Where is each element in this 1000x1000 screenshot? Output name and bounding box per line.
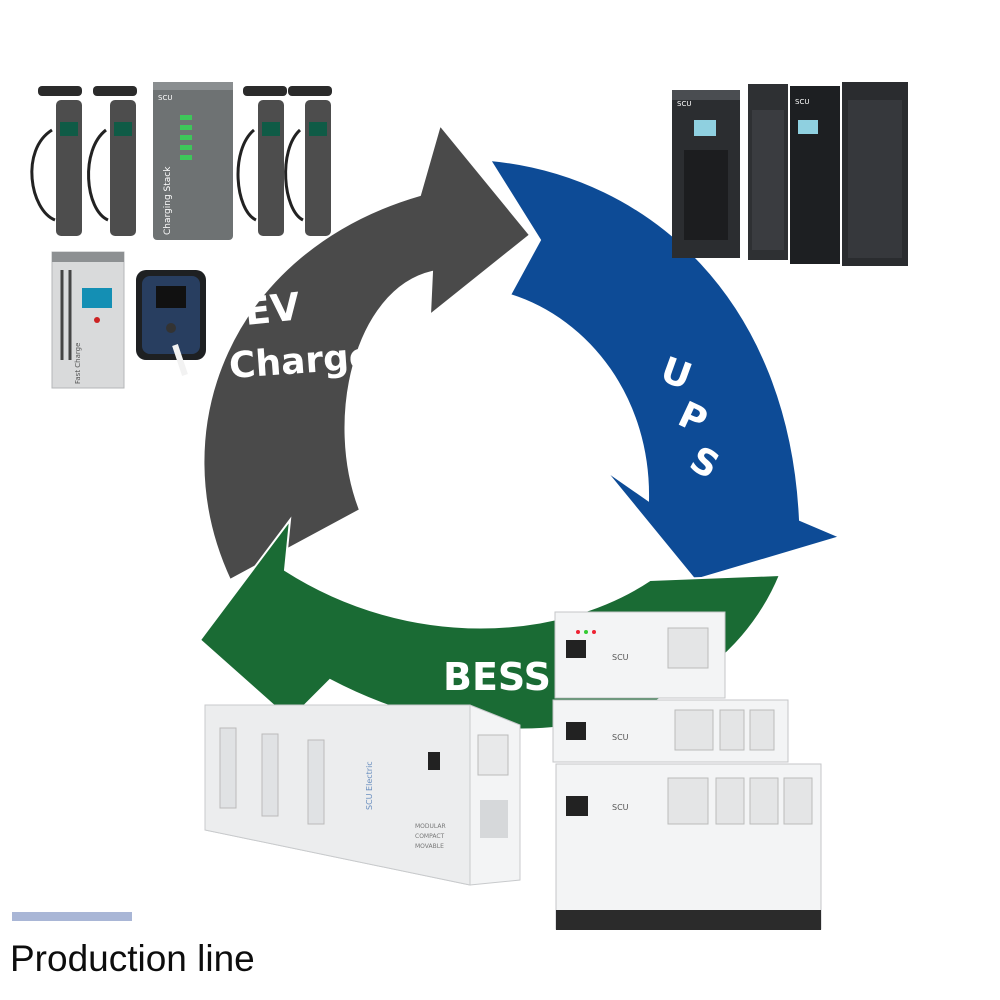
pedestal-charger-2 [87, 86, 137, 236]
ups-cycle-arrow [488, 158, 843, 582]
ups-cabinet-2 [748, 84, 788, 260]
bess-brand-text-3: SCU [612, 803, 629, 812]
bess-brand-text-2: SCU [612, 733, 629, 742]
bess-label: BESS [443, 655, 551, 699]
ups-cabinet-4 [842, 82, 908, 266]
ev-charger-label-line1: EV [242, 284, 302, 334]
bess-cabinet-small: SCU [554, 611, 726, 699]
bess-cabinets: SCU SCU SCU [552, 611, 822, 930]
brand-text: SCU [158, 94, 172, 102]
bess-container: SCU Electric MODULAR COMPACT MOVABLE [204, 704, 521, 886]
dc-fast-charger: Fast Charge [51, 251, 125, 389]
accent-bar [12, 912, 132, 921]
ups-brand-text-1: SCU [677, 100, 691, 108]
bess-cabinet-large: SCU [555, 763, 822, 930]
ups-cabinet-1: SCU [672, 90, 740, 258]
charging-stack-cabinet: SCU Charging Stack [153, 82, 233, 240]
pedestal-charger-3 [236, 86, 287, 236]
ups-products: SCU SCU [672, 82, 908, 266]
production-line-title: Production line [10, 938, 255, 979]
ups-brand-text-2: SCU [795, 98, 809, 106]
container-tagline-2: COMPACT [415, 833, 445, 840]
container-tagline-3: MOVABLE [415, 843, 444, 850]
container-tagline-1: MODULAR [415, 823, 446, 830]
pedestal-charger-4 [284, 86, 332, 236]
pedestal-charger-1 [30, 86, 82, 236]
ups-cabinet-3: SCU [790, 86, 840, 264]
dc-charger-text: Fast Charge [74, 343, 82, 384]
ev-charger-cycle-arrow [202, 122, 532, 582]
ev-charger-products: SCU Charging Stack Fast Charge [30, 82, 332, 389]
wall-box-charger [136, 270, 206, 376]
bess-cabinet-medium: SCU [552, 699, 789, 763]
bess-brand-text-1: SCU [612, 653, 629, 662]
charging-stack-text: Charging Stack [163, 166, 173, 235]
container-brand-text: SCU Electric [365, 761, 374, 810]
